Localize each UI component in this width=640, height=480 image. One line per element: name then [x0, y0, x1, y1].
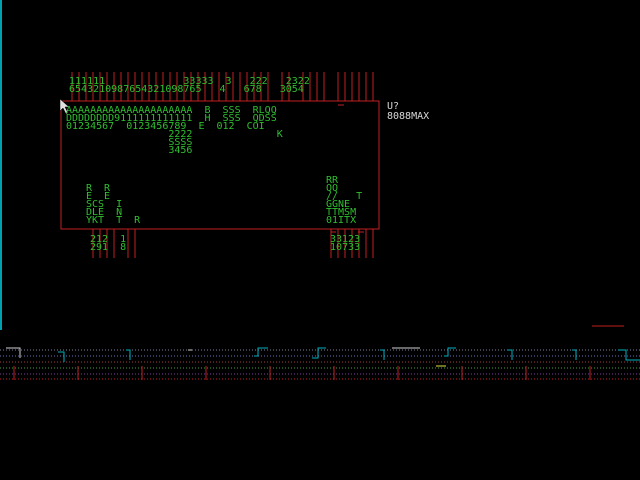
bottom-left-label-row1: R R	[86, 183, 111, 194]
bottom-right-label-row4: GGNE	[326, 199, 351, 210]
bottom-right-label-row1: RR	[326, 175, 339, 186]
bottom-left-pin-numbers-row1: 212 1	[90, 234, 127, 245]
ic-body-outline[interactable]	[60, 100, 380, 230]
bottom-right-pin-numbers-row2: 10733	[330, 242, 361, 253]
top-pin-numbers-row2: 6543210987654321098765 4 678 3054	[63, 84, 304, 95]
bus-taps	[6, 347, 640, 380]
bottom-right-label-row5: TTMSM	[326, 207, 357, 218]
top-pin-label-row2: DDDDDDDD9111111111111 H SSS QDSS	[66, 113, 277, 124]
bottom-right-pin-numbers-row1: 33123	[330, 234, 361, 245]
top-pin-label-row5: SSSS	[66, 137, 193, 148]
top-pins	[71, 72, 374, 101]
bottom-left-label-row3: SCS I	[86, 199, 123, 210]
bottom-left-label-row6: R	[86, 215, 141, 226]
component-ref[interactable]: U?	[387, 101, 400, 112]
bottom-pins	[92, 229, 374, 258]
mouse-cursor-icon	[59, 98, 70, 115]
bus-traces	[0, 349, 640, 380]
top-pin-numbers-row1: 111111 33333 3 222 2322	[63, 76, 310, 87]
top-pin-label-row4: 2222 K	[66, 129, 283, 140]
bottom-right-label-row6: 01ITX	[326, 215, 357, 226]
top-pin-label-row3: 01234567 0123456789 E 012 COI	[66, 121, 265, 132]
bottom-right-label-row2: QQ	[326, 183, 339, 194]
bottom-left-label-row2: E E	[86, 191, 111, 202]
bottom-left-pin-numbers-row2: 291 8	[90, 242, 127, 253]
bottom-left-label-row5: YKT T	[86, 215, 123, 226]
top-pin-label-row6: 3456	[66, 145, 193, 156]
top-pin-label-row1: AAAAAAAAAAAAAAAAAAAAA B SSS RLQQ	[66, 105, 277, 116]
component-value[interactable]: 8088MAX	[387, 111, 430, 122]
left-edge-bar	[0, 0, 2, 330]
bottom-left-label-row4: DLE N	[86, 207, 123, 218]
bottom-right-label-row3: // T	[326, 191, 363, 202]
